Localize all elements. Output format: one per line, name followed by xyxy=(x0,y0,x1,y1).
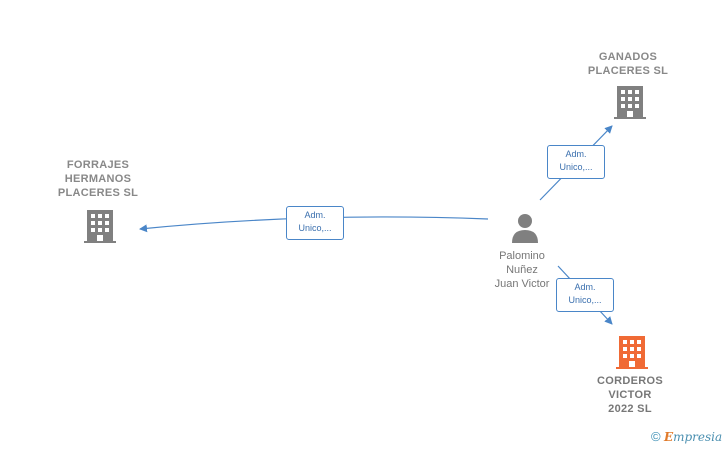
edge-role-line: Adm. xyxy=(565,149,587,159)
company-label-forrajes[interactable]: FORRAJES HERMANOS PLACERES SL xyxy=(48,158,148,200)
person-name-line: Juan Victor xyxy=(494,278,550,290)
edge-label-ganados[interactable]: Adm. Unico,... xyxy=(547,145,605,179)
company-name-line: PLACERES SL xyxy=(587,65,669,77)
edge-label-forrajes[interactable]: Adm. Unico,... xyxy=(286,206,344,240)
person-name-line: Palomino xyxy=(499,250,545,262)
edge-role-line: Unico,... xyxy=(559,162,593,172)
empresia-watermark: © Empresia xyxy=(651,429,722,444)
building-icon-highlighted[interactable] xyxy=(616,334,648,370)
company-name-line: GANADOS xyxy=(598,51,658,63)
building-icon[interactable] xyxy=(614,84,646,120)
brand-initial: E xyxy=(663,430,674,444)
edge-role-line: Adm. xyxy=(574,282,596,292)
company-name-line: CORDEROS xyxy=(597,375,663,387)
edge-role-line: Unico,... xyxy=(568,295,602,305)
person-label[interactable]: Palomino Nuñez Juan Victor xyxy=(472,249,572,291)
edge-role-line: Adm. xyxy=(304,210,326,220)
person-icon[interactable] xyxy=(510,212,540,244)
company-name-line: PLACERES SL xyxy=(57,187,139,199)
brand-name: mpresia xyxy=(673,430,723,444)
edge-label-corderos[interactable]: Adm. Unico,... xyxy=(556,278,614,312)
company-name-line: HERMANOS xyxy=(64,173,132,185)
copyright-icon: © xyxy=(651,429,661,444)
company-name-line: 2022 SL xyxy=(608,403,652,415)
building-icon[interactable] xyxy=(84,208,116,244)
company-name-line: VICTOR xyxy=(608,389,652,401)
edge-role-line: Unico,... xyxy=(298,223,332,233)
person-name-line: Nuñez xyxy=(506,264,538,276)
company-label-corderos[interactable]: CORDEROS VICTOR 2022 SL xyxy=(580,374,680,416)
company-name-line: FORRAJES xyxy=(66,159,130,171)
company-label-ganados[interactable]: GANADOS PLACERES SL xyxy=(578,50,678,78)
